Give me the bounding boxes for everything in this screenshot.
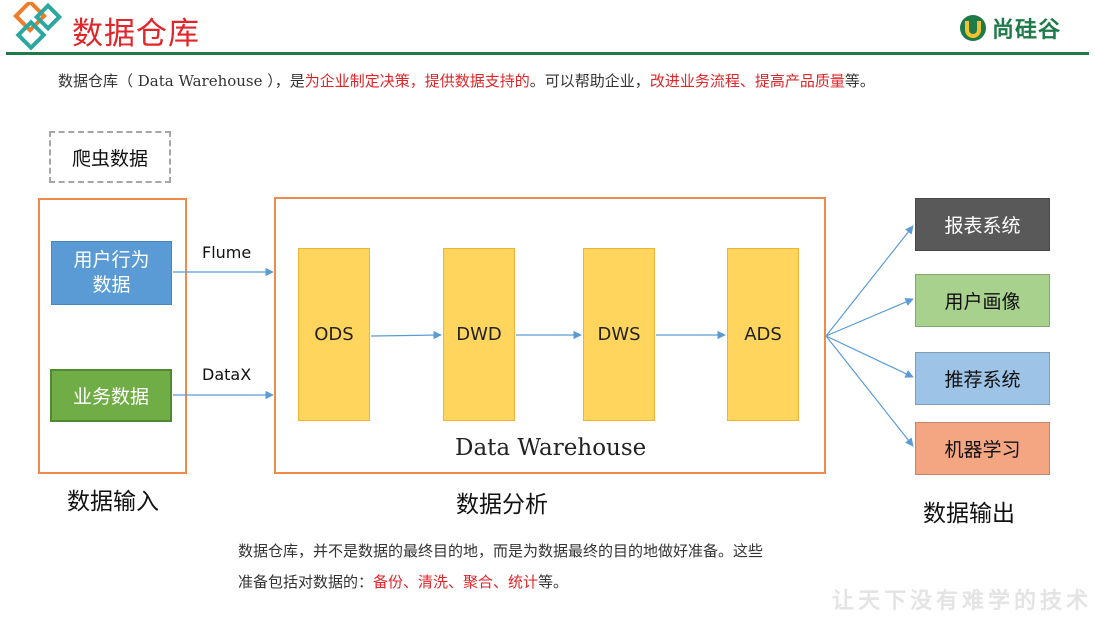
section-analysis: 数据分析 [456,492,548,518]
section-input: 数据输入 [67,489,159,515]
slogan-watermark: 让天下没有难学的技术 [832,588,1093,614]
flume-label: Flume [202,243,252,262]
layer-ads: ADS [727,248,799,421]
arrow-to-recommend [825,335,914,378]
note-line-1: 数据仓库，并不是数据的最终目的地，而是为数据最终的目的地做好准备。这些 [238,542,764,560]
brand-logo: 尚硅谷 [958,12,1061,44]
intro-highlight: 为企业制定决策，提供数据支持的 [304,72,530,90]
note-line-2: 准备包括对数据的：备份、清洗、聚合、统计等。 [238,567,888,598]
note-prefix: 准备包括对数据的： [238,573,374,591]
datax-label: DataX [202,365,252,384]
arrow-to-profile [825,298,914,337]
arrow-to-ml [825,335,914,447]
page-title: 数据仓库 [72,16,200,52]
note-text: 数据仓库，并不是数据的最终目的地，而是为数据最终的目的地做好准备。这些 准备包括… [238,536,888,598]
output-user-profile: 用户画像 [915,274,1050,327]
layer-ods: ODS [298,248,370,421]
layer-dws: DWS [583,248,655,421]
input-frame [38,198,187,474]
user-behavior-data-box: 用户行为 数据 [51,241,172,305]
layer-dwd: DWD [443,248,515,421]
logo-icon [13,2,63,51]
brand-u-icon [960,15,986,41]
intro-highlight: 改进业务流程、提高产品质量 [649,72,845,90]
business-data-box: 业务数据 [50,369,172,422]
intro-part: 。可以帮助企业， [529,72,650,90]
intro-text: 数据仓库（ Data Warehouse ），是为企业制定决策，提供数据支持的。… [58,70,875,91]
section-output: 数据输出 [923,501,1015,527]
warehouse-label: Data Warehouse [455,435,647,461]
title-underline [6,52,1089,55]
note-suffix: 等。 [538,573,569,591]
note-highlight: 备份、清洗、聚合、统计 [373,573,539,591]
output-machine-learning: 机器学习 [915,422,1050,475]
brand-name: 尚硅谷 [992,18,1062,43]
output-report-system: 报表系统 [915,198,1050,251]
crawler-data-box: 爬虫数据 [49,131,171,183]
intro-part: 数据仓库（ Data Warehouse ），是 [58,72,305,90]
arrow-to-report [825,225,914,337]
arrow-ods-dwd [370,330,442,340]
output-recommendation: 推荐系统 [915,352,1050,405]
user-behavior-label: 用户行为 数据 [73,249,150,296]
warehouse-frame [274,197,826,474]
intro-part: 等。 [844,72,875,90]
